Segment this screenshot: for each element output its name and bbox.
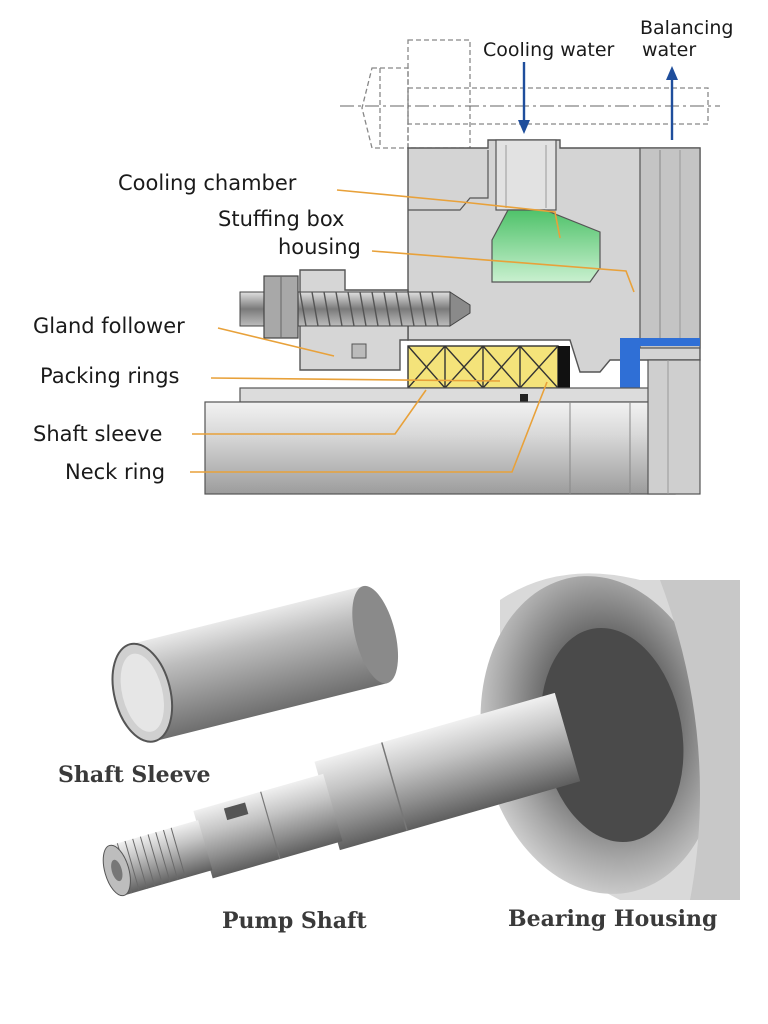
packing-rings-label: Packing rings: [40, 364, 180, 388]
stuffing-box-cross-section: Cooling water Balancing water Cooling ch…: [33, 17, 733, 495]
gland-follower-label: Gland follower: [33, 314, 185, 338]
cooling-water-arrow: [518, 62, 530, 134]
cooling-water-label: Cooling water: [483, 39, 615, 61]
balancing-water-arrow: [666, 66, 678, 140]
water-gap: [620, 338, 700, 392]
packing-rings: [407, 345, 559, 389]
pump-shaft-illustration: Shaft Sleeve Pump Shaft Bearing Housing: [58, 573, 740, 934]
bearing-housing-label: Bearing Housing: [508, 906, 717, 932]
bearing-housing: [480, 573, 740, 900]
cooling-chamber: [491, 209, 601, 283]
cooling-inlet-port: [495, 139, 557, 211]
shaft-sleeve-section: [239, 387, 661, 403]
balancing-water-label-line2: water: [642, 39, 696, 61]
gland-stud-bolt: [239, 275, 471, 339]
stuffing-box-label-line1: Stuffing box: [218, 207, 344, 231]
pump-shaft-section: [204, 401, 676, 495]
balancing-water-label-line1: Balancing: [640, 17, 733, 39]
shaft-sleeve-part: [111, 585, 399, 743]
neck-ring: [558, 346, 570, 388]
pump-shaft-part-label: Pump Shaft: [222, 908, 367, 934]
leader-lines: [190, 189, 635, 473]
pump-shaft-part: [102, 692, 581, 897]
shaft-sleeve-label: Shaft sleeve: [33, 422, 162, 446]
neck-ring-label: Neck ring: [65, 460, 165, 484]
cooling-chamber-label: Cooling chamber: [118, 171, 297, 195]
shaft-sleeve-part-label: Shaft Sleeve: [58, 762, 210, 788]
stuffing-box-label-line2: housing: [278, 235, 361, 259]
housing-right-wall: [639, 147, 701, 349]
